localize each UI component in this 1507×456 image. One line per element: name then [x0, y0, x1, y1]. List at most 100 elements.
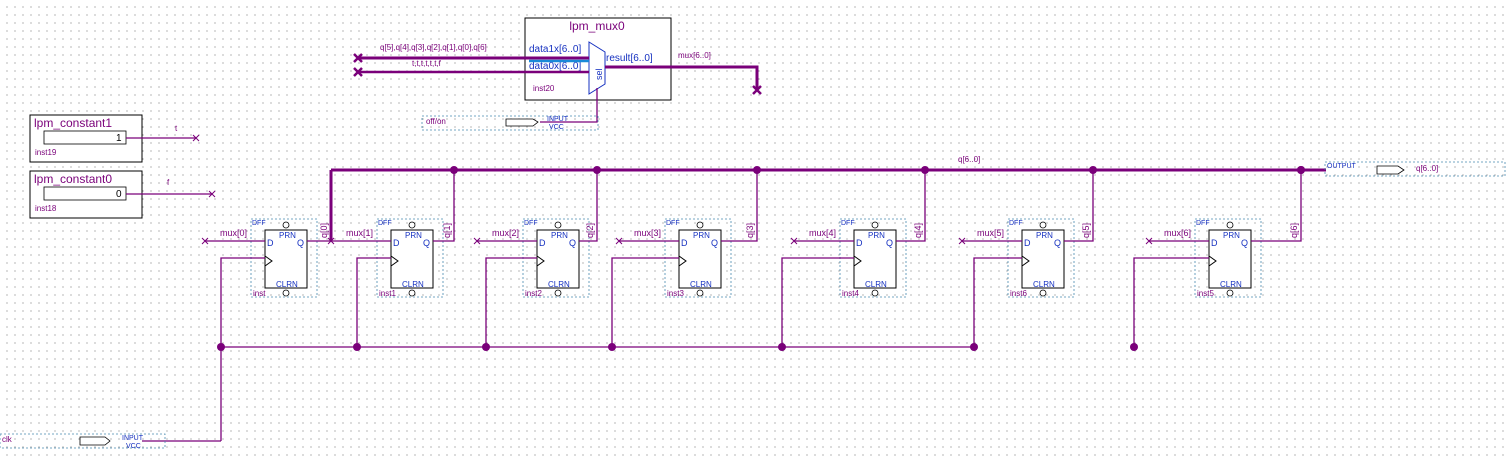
unconnected-x-icon: [192, 134, 200, 142]
unconnected-x-icon: [752, 85, 762, 95]
bus-junction-dot: [1089, 166, 1097, 174]
constant0-block[interactable]: lpm_constant0 0 inst18: [29, 170, 143, 219]
output-kind: OUTPUT: [1327, 163, 1357, 170]
clock-branch-wire: [1133, 257, 1209, 347]
dff-type: DFF: [666, 220, 680, 227]
dff-q: Q: [297, 238, 304, 248]
d-net-label: mux[4]: [809, 228, 836, 238]
prn-bubble-icon: [282, 221, 290, 229]
offon-name: off/on: [426, 117, 446, 126]
d-net-label: mux[3]: [634, 228, 661, 238]
mux-title: lpm_mux0: [569, 19, 625, 33]
clock-edge-icon: [264, 255, 273, 267]
dff-type: DFF: [252, 220, 266, 227]
dff-inst: inst: [253, 289, 266, 298]
bus-junction-dot: [593, 166, 601, 174]
dff-prn: PRN: [868, 231, 885, 240]
clrn-bubble-icon: [696, 289, 704, 297]
unconnected-x-icon: [958, 237, 966, 245]
output-name: q[6..0]: [1416, 164, 1438, 173]
clrn-bubble-icon: [1039, 289, 1047, 297]
dff-q: Q: [1054, 238, 1061, 248]
dff-q: Q: [423, 238, 430, 248]
dff-prn: PRN: [1036, 231, 1053, 240]
d-net-label: mux[0]: [220, 228, 247, 238]
clrn-bubble-icon: [282, 289, 290, 297]
clrn-bubble-icon: [554, 289, 562, 297]
dff-clrn: CLRN: [865, 280, 887, 289]
unconnected-x-icon: [790, 237, 798, 245]
clrn-bubble-icon: [871, 289, 879, 297]
unconnected-x-icon: [201, 237, 209, 245]
bus-junction-dot: [753, 166, 761, 174]
clk-vcc: VCC: [126, 443, 141, 450]
prn-bubble-icon: [1039, 221, 1047, 229]
dff-d: D: [539, 238, 546, 248]
dff-clrn: CLRN: [690, 280, 712, 289]
mux-data0-net: t,t,t,t,t,t,f: [412, 59, 442, 68]
constant0-title: lpm_constant0: [34, 172, 112, 186]
dff-body: [390, 229, 434, 289]
q-net-label: q[5]: [1081, 223, 1091, 238]
dff-body: [1021, 229, 1065, 289]
mux-result-bus: [605, 65, 759, 90]
dff-body: [853, 229, 897, 289]
mux-result-net: mux[6..0]: [678, 51, 711, 60]
q-net-label: q[3]: [745, 223, 755, 238]
dff-clrn: CLRN: [548, 280, 570, 289]
d-net-label: mux[6]: [1164, 228, 1191, 238]
offon-input-pin[interactable]: off/on INPUT VCC: [421, 115, 599, 131]
dff-q: Q: [711, 238, 718, 248]
clock-edge-icon: [678, 255, 687, 267]
dff-d: D: [681, 238, 688, 248]
prn-bubble-icon: [408, 221, 416, 229]
dff-inst: inst1: [379, 289, 396, 298]
bus-junction-dot: [1297, 166, 1305, 174]
offon-vcc: VCC: [549, 124, 564, 131]
mux-port-sel: sel: [594, 68, 604, 80]
clock-junction-dot: [353, 343, 361, 351]
unconnected-x-icon: [615, 237, 623, 245]
dff-d: D: [856, 238, 863, 248]
clock-edge-icon: [853, 255, 862, 267]
dff-prn: PRN: [551, 231, 568, 240]
unconnected-x-icon: [473, 237, 481, 245]
clock-branch-wire: [973, 257, 1022, 347]
dff-type: DFF: [1009, 220, 1023, 227]
clk-input-pin[interactable]: clk INPUT VCC: [0, 433, 166, 450]
clock-branch-wire: [485, 257, 537, 347]
constant1-block[interactable]: lpm_constant1 1 inst19: [29, 114, 143, 163]
q-output-wire: [433, 170, 455, 242]
q-net-label: q[0]: [319, 223, 329, 238]
prn-bubble-icon: [554, 221, 562, 229]
mux-inst: inst20: [533, 84, 555, 93]
output-pin[interactable]: OUTPUT q[6..0]: [1324, 161, 1506, 177]
clock-branch-wire: [220, 257, 265, 347]
dff-body: [264, 229, 308, 289]
clock-junction-dot: [608, 343, 616, 351]
dff-inst: inst2: [525, 289, 542, 298]
q-output-wire: [579, 170, 598, 242]
d-net-label: mux[2]: [492, 228, 519, 238]
constant1-inst: inst19: [35, 148, 57, 157]
clock-junction-dot: [482, 343, 490, 351]
d-net-label: mux[1]: [346, 228, 373, 238]
dff-type: DFF: [841, 220, 855, 227]
dff-prn: PRN: [405, 231, 422, 240]
dff-inst: inst3: [667, 289, 684, 298]
dff-body: [536, 229, 580, 289]
q-output-wire: [721, 170, 758, 242]
clock-branch-wire: [356, 257, 391, 347]
mux-data1-net: q[5],q[4],q[3],q[2],q[1],q[0],q[6]: [380, 43, 487, 52]
clock-edge-icon: [390, 255, 399, 267]
dff-q: Q: [886, 238, 893, 248]
